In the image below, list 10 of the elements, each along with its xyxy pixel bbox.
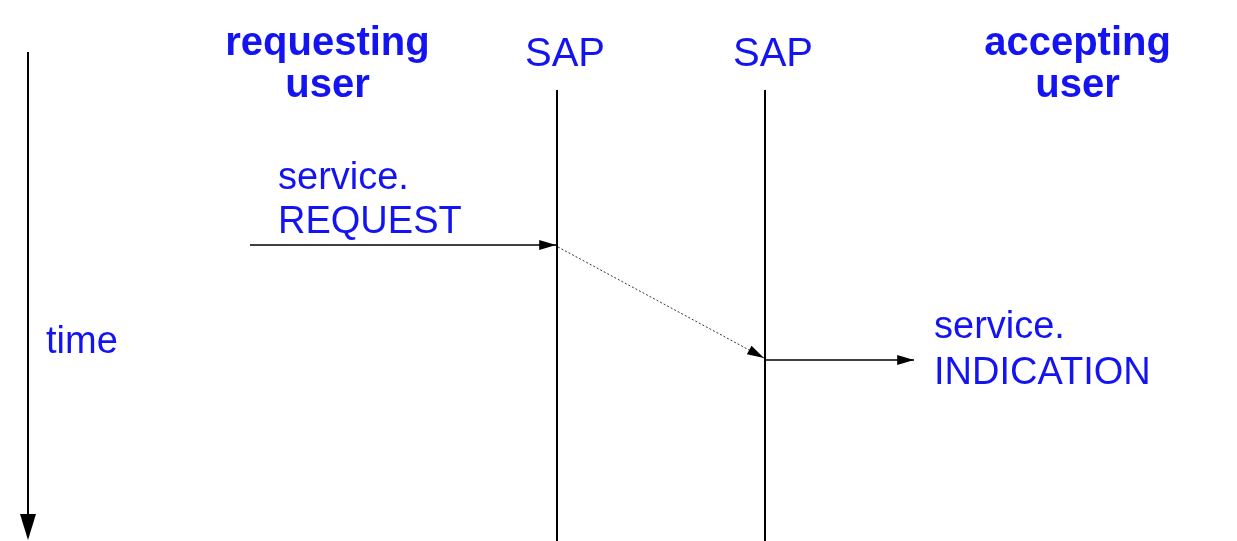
primitive-label: service. INDICATION	[933, 303, 1152, 394]
actor-label: requesting user	[224, 20, 431, 104]
arrow	[249, 240, 557, 250]
arrow	[765, 355, 915, 365]
lifeline	[556, 90, 558, 541]
actor-label: accepting user	[983, 20, 1172, 104]
lifeline	[764, 90, 766, 541]
sap-label: SAP	[731, 29, 814, 76]
axis-label: time	[46, 318, 118, 362]
sap-label: SAP	[523, 29, 606, 76]
